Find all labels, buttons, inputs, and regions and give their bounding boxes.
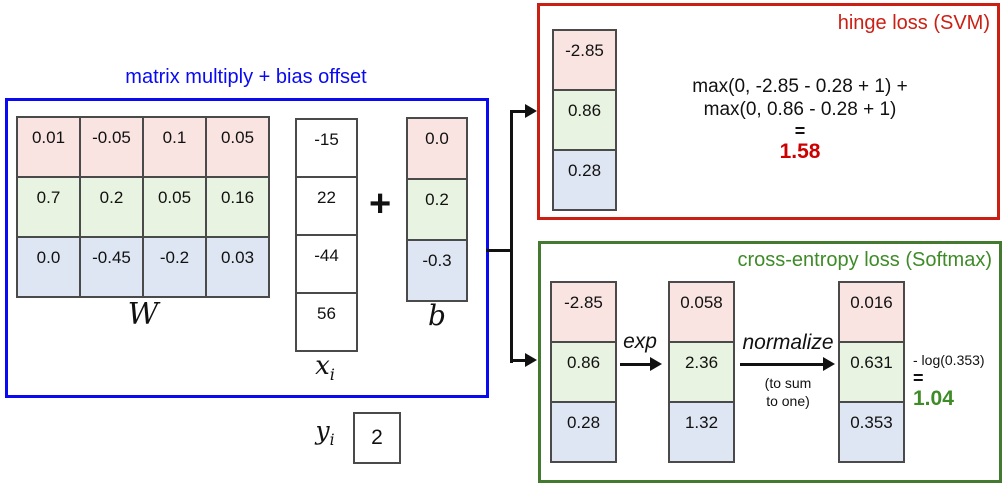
- normalize-note-line1: (to sum: [764, 375, 812, 391]
- exp-operation-label: exp: [623, 330, 657, 353]
- weight-cell: 0.05: [144, 178, 205, 236]
- weight-cell: 0.03: [207, 238, 268, 296]
- score-cell: 0.86: [552, 343, 615, 401]
- weight-cell: 0.0: [18, 238, 79, 296]
- true-class-value-box: 2: [353, 412, 401, 464]
- weight-cell: 0.16: [207, 178, 268, 236]
- input-cell: 22: [297, 178, 356, 234]
- connector-to-hinge-line: [511, 110, 527, 113]
- softmax-loss-result: 1.04: [913, 387, 954, 410]
- weight-cell: -0.45: [81, 238, 142, 296]
- probability-vector: 0.016 0.631 0.353: [838, 281, 905, 463]
- normalize-operation-label: normalize: [742, 331, 834, 354]
- normalize-arrow-icon: [823, 357, 835, 371]
- score-cell: 0.28: [552, 403, 615, 461]
- weight-cell: 0.2: [81, 178, 142, 236]
- softmax-loss-title: cross-entropy loss (Softmax): [737, 249, 992, 271]
- softmax-loss-box: [538, 241, 1002, 483]
- normalize-arrow-line: [740, 363, 825, 366]
- weight-cell: 0.7: [18, 178, 79, 236]
- connector-to-softmax-line: [511, 359, 527, 362]
- arrow-to-hinge-icon: [525, 104, 537, 118]
- connector-stem-line: [486, 249, 512, 252]
- weight-cell: 0.1: [144, 118, 205, 176]
- input-cell: -44: [297, 236, 356, 292]
- normalize-note: (to sum to one): [736, 374, 840, 410]
- true-class-value: 2: [371, 426, 383, 449]
- hinge-loss-result: 1.58: [779, 140, 821, 163]
- hinge-loss-title: hinge loss (SVM): [837, 12, 990, 34]
- softmax-log-expression: - log(0.353): [913, 352, 985, 368]
- connector-branch-line: [510, 110, 513, 363]
- weight-matrix-label: W: [127, 297, 159, 332]
- exp-arrow-line: [620, 363, 652, 366]
- weight-matrix: 0.01 -0.05 0.1 0.05 0.7 0.2 0.05 0.16 0.…: [16, 116, 270, 298]
- bias-vector-label: b: [428, 299, 446, 332]
- matrix-section-box: [5, 98, 489, 398]
- matrix-section-title: matrix multiply + bias offset: [125, 66, 367, 88]
- input-cell: -15: [297, 120, 356, 176]
- bias-vector: 0.0 0.2 -0.3: [406, 117, 468, 302]
- probability-cell: 0.353: [840, 403, 903, 461]
- exp-cell: 2.36: [670, 343, 733, 401]
- hinge-formula-line1: max(0, -2.85 - 0.28 + 1) +: [692, 76, 908, 97]
- exp-cell: 1.32: [670, 403, 733, 461]
- softmax-equals-sign: =: [913, 368, 924, 388]
- arrow-to-softmax-icon: [525, 353, 537, 367]
- bias-cell: -0.3: [408, 241, 466, 300]
- score-cell: -2.85: [552, 283, 615, 341]
- normalize-note-line2: to one): [766, 393, 810, 409]
- plus-operator: +: [369, 183, 392, 225]
- bias-cell: 0.2: [408, 180, 466, 239]
- input-cell: 56: [297, 294, 356, 350]
- hinge-loss-box: [537, 3, 1000, 220]
- probability-cell: 0.631: [840, 343, 903, 401]
- bias-cell: 0.0: [408, 119, 466, 178]
- hinge-score-vector: -2.85 0.86 0.28: [552, 29, 617, 211]
- input-vector-label: xi: [315, 351, 335, 385]
- score-cell: 0.28: [554, 151, 615, 209]
- hinge-formula: max(0, -2.85 - 0.28 + 1) + max(0, 0.86 -…: [625, 75, 975, 121]
- probability-cell: 0.016: [840, 283, 903, 341]
- weight-cell: 0.05: [207, 118, 268, 176]
- score-cell: -2.85: [554, 31, 615, 89]
- exp-vector: 0.058 2.36 1.32: [668, 281, 735, 463]
- hinge-formula-line2: max(0, 0.86 - 0.28 + 1): [703, 99, 897, 120]
- true-class-label: yi: [315, 416, 335, 449]
- input-vector: -15 22 -44 56: [295, 118, 358, 352]
- hinge-equals-sign: =: [794, 121, 806, 141]
- weight-cell: 0.01: [18, 118, 79, 176]
- weight-cell: -0.2: [144, 238, 205, 296]
- exp-arrow-icon: [650, 357, 662, 371]
- softmax-score-vector: -2.85 0.86 0.28: [550, 281, 617, 463]
- score-cell: 0.86: [554, 91, 615, 149]
- weight-cell: -0.05: [81, 118, 142, 176]
- exp-cell: 0.058: [670, 283, 733, 341]
